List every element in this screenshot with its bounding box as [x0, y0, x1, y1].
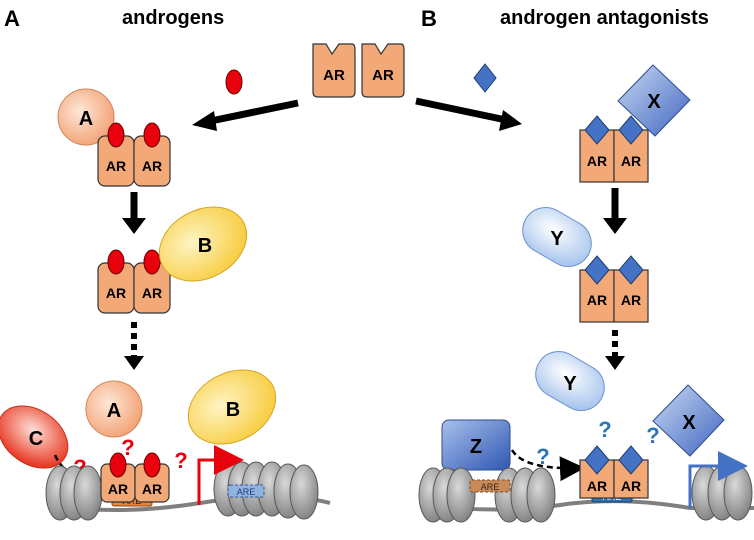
ar-label: AR	[323, 67, 345, 84]
ar-dimer-androgen-2: AR AR	[97, 249, 171, 314]
question-mark: ?	[174, 448, 187, 473]
cofactor-a-label: A	[107, 400, 121, 422]
arrow-to-androgen-path	[205, 99, 299, 126]
cofactor-c	[0, 405, 69, 469]
ar-label: AR	[621, 153, 641, 169]
ar-dimer-antagonist-1: AR AR	[579, 115, 649, 183]
question-mark: ?	[536, 444, 549, 469]
cofactor-b-free	[187, 369, 277, 445]
ar-label: AR	[106, 285, 126, 301]
arrow-head	[603, 218, 627, 234]
cofactor-y	[522, 207, 592, 267]
cofactor-a-label: A	[79, 108, 93, 130]
ar-label: AR	[587, 292, 607, 308]
ar-dimer-antagonist-2: AR AR	[579, 255, 649, 323]
arrow-head	[605, 356, 625, 370]
question-mark: ?	[121, 435, 134, 460]
cofactor-b	[158, 206, 248, 282]
panel-a-letter: A	[4, 6, 20, 31]
cofactor-b-label: B	[198, 235, 212, 257]
panel-b-title: androgen antagonists	[500, 7, 709, 29]
cofactor-c-label: C	[29, 428, 43, 450]
panel-b-letter: B	[421, 6, 437, 31]
arrow-head	[192, 111, 217, 131]
are-label-masked: ARE	[481, 482, 500, 492]
ar-label: AR	[142, 158, 162, 174]
are-label-masked: ARE	[237, 487, 256, 497]
cofactor-x-free	[652, 384, 725, 457]
ar-label: AR	[142, 285, 162, 301]
ar-label: AR	[587, 153, 607, 169]
ar-label: AR	[108, 481, 128, 497]
arrow-head	[122, 218, 146, 234]
cofactor-a-free	[85, 380, 143, 438]
cofactor-x-label: X	[647, 91, 661, 113]
ar-label: AR	[621, 478, 641, 494]
ar-dimer-androgen-dna: AR AR	[100, 452, 170, 503]
cofactor-y-label: Y	[550, 228, 564, 250]
question-mark: ?	[646, 423, 659, 448]
dashed-arrow-z-to-ar	[510, 449, 585, 482]
ar-label: AR	[142, 481, 162, 497]
question-mark: ?	[598, 417, 611, 442]
panel-a-title: androgens	[122, 7, 224, 29]
cofactor-z-label: Z	[470, 436, 482, 458]
cofactor-x	[617, 64, 691, 137]
ar-label: AR	[587, 478, 607, 494]
cofactor-b-label: B	[226, 399, 240, 421]
ar-dimer-androgen-1: AR AR	[97, 122, 171, 187]
cofactor-x-label: X	[682, 412, 696, 434]
androgen-ligand	[225, 69, 243, 95]
top-ar-pair: AR AR	[312, 43, 405, 98]
ar-dimer-antagonist-dna: AR AR	[579, 445, 649, 499]
cofactor-z	[441, 419, 511, 471]
arrow-head	[499, 110, 522, 131]
arrow-head	[124, 356, 144, 370]
cofactor-y-label: Y	[563, 373, 577, 395]
arrow-to-antagonist-path	[415, 97, 507, 124]
cofactor-a	[57, 88, 115, 146]
ar-label: AR	[372, 67, 394, 84]
ar-label: AR	[106, 158, 126, 174]
antagonist-ligand	[473, 63, 497, 93]
chromatin-a: ARE ARE	[45, 445, 331, 521]
ar-label: AR	[621, 292, 641, 308]
cofactor-y-free	[535, 351, 605, 411]
